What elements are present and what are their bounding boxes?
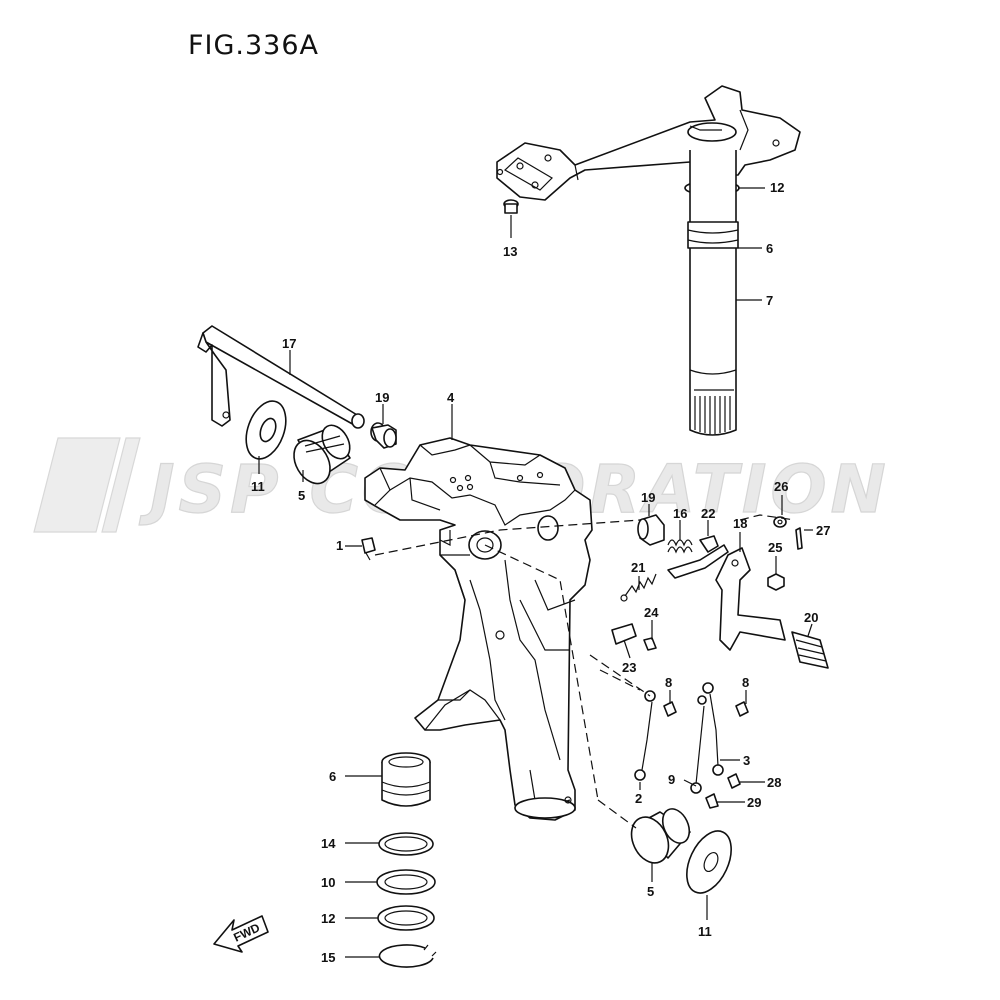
callout-3: 3 (743, 753, 750, 768)
plate-23 (611, 623, 637, 645)
washer-14 (378, 832, 434, 856)
link-22-arm (667, 544, 729, 579)
bushing-5-upper (293, 424, 351, 485)
bolt-24 (643, 637, 657, 651)
callout-17: 17 (282, 336, 296, 351)
callout-6-lower: 6 (329, 769, 336, 784)
bushing-19-lower (637, 514, 665, 546)
callout-19: 19 (375, 390, 389, 405)
callout-4: 4 (447, 390, 455, 405)
bushing-19-upper (370, 422, 397, 449)
washer-26 (773, 516, 787, 528)
assembly-guide-lines (374, 514, 796, 829)
washer-10 (376, 869, 436, 895)
bolt-1 (361, 537, 376, 561)
callout-27: 27 (816, 523, 830, 538)
washer-11-upper (245, 400, 287, 460)
callout-12: 12 (770, 180, 784, 195)
callout-16: 16 (673, 506, 687, 521)
callout-22: 22 (701, 506, 715, 521)
callout-1: 1 (336, 538, 343, 553)
leader-lines (258, 187, 813, 958)
bushing-6-lower (381, 752, 431, 807)
callout-28: 28 (767, 775, 781, 790)
ground-wire-2 (634, 690, 656, 781)
callout-25: 25 (768, 540, 782, 555)
steering-bracket (496, 85, 801, 201)
callout-11-lower: 11 (698, 924, 712, 939)
callout-7: 7 (766, 293, 773, 308)
knob-20 (791, 631, 829, 669)
callout-5-lower: 5 (647, 884, 654, 899)
callout-20: 20 (804, 610, 818, 625)
bolt-13 (503, 199, 519, 214)
tilt-lock-lever-18 (715, 547, 786, 651)
ground-wire-3 (702, 682, 724, 776)
callout-11: 11 (251, 479, 265, 494)
callout-14: 14 (321, 836, 336, 851)
ground-wire-9 (690, 695, 707, 794)
tilt-rod-17 (197, 325, 365, 429)
callout-labels: 12 13 6 7 17 19 4 11 5 1 19 16 22 18 26 … (251, 180, 830, 965)
callout-13: 13 (503, 244, 517, 259)
bolt-8-left (663, 701, 677, 717)
callout-18: 18 (733, 516, 747, 531)
washer-12 (377, 905, 435, 931)
steering-shaft (684, 150, 740, 436)
bushing-5-lower (630, 808, 691, 864)
clip-22 (699, 535, 719, 553)
callout-21: 21 (631, 560, 645, 575)
callout-8-left: 8 (665, 675, 672, 690)
callout-9: 9 (668, 772, 675, 787)
callout-24: 24 (644, 605, 659, 620)
spring-16 (667, 539, 693, 554)
callout-23: 23 (622, 660, 636, 675)
figure-title: FIG.336A (188, 30, 320, 61)
callout-6: 6 (766, 241, 773, 256)
callout-10: 10 (321, 875, 335, 890)
snap-ring-15 (378, 944, 437, 968)
callout-2: 2 (635, 791, 642, 806)
bolt-28 (727, 773, 741, 789)
bolt-8-right (735, 701, 749, 717)
callout-5: 5 (298, 488, 305, 503)
fwd-arrow-icon: FWD (213, 915, 269, 953)
callout-29: 29 (747, 795, 761, 810)
callout-12-lower: 12 (321, 911, 335, 926)
washer-11-lower (686, 830, 732, 894)
callout-26: 26 (774, 479, 788, 494)
callout-15: 15 (321, 950, 335, 965)
bolt-29 (705, 793, 719, 809)
pin-27 (795, 527, 803, 550)
nut-25 (767, 573, 785, 591)
spring-21 (620, 573, 657, 602)
callout-19-lower: 19 (641, 490, 655, 505)
callout-8-right: 8 (742, 675, 749, 690)
